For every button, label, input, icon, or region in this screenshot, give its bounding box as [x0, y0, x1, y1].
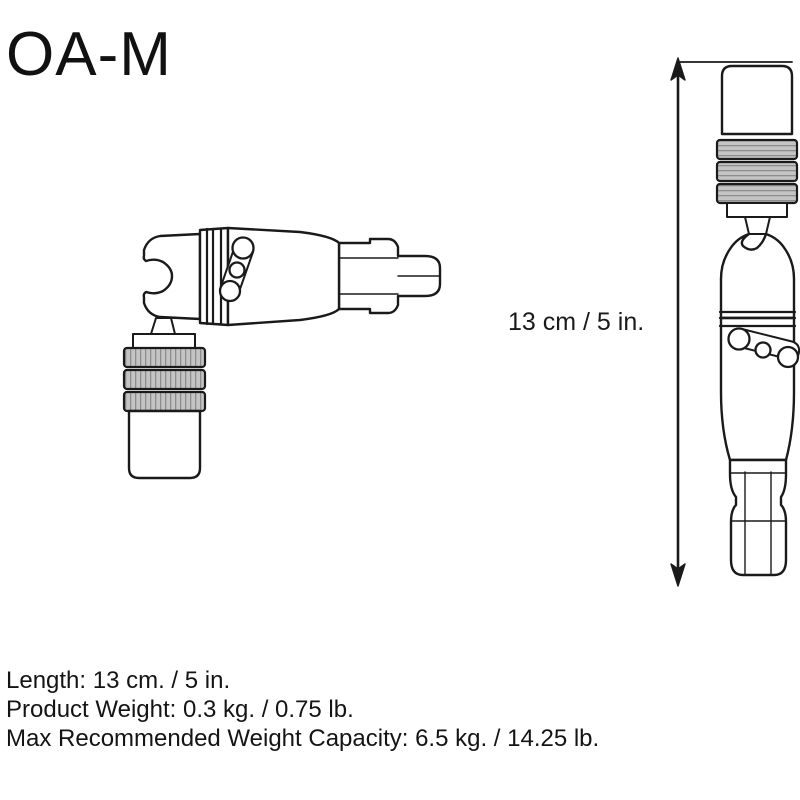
neck-stub-horizontal: [150, 317, 176, 335]
knurled-collar-rings-vertical: [715, 138, 799, 205]
collar-band-vertical: [718, 310, 797, 328]
flange-plate-horizontal: [132, 333, 196, 349]
vertical-view-group: [670, 57, 800, 587]
horizontal-view-group: [122, 226, 442, 480]
page-title: OA-M: [6, 20, 172, 89]
output-barrel-horizontal: [127, 409, 202, 480]
diagonal-slot-with-three-pins-vertical: [727, 327, 800, 369]
specifications-block: Length: 13 cm. / 5 in. Product Weight: 0…: [6, 666, 599, 753]
spec-product-weight: Product Weight: 0.3 kg. / 0.75 lb.: [6, 696, 354, 723]
flange-plate-vertical: [726, 202, 788, 218]
output-barrel-vertical: [720, 64, 794, 136]
hex-shank-tip-vertical: [728, 458, 788, 577]
neck-stub-vertical: [744, 216, 771, 235]
collar-band-horizontal: [205, 227, 223, 326]
knurled-collar-rings-horizontal: [122, 346, 207, 413]
hex-shank-tip-horizontal: [337, 237, 442, 315]
diagonal-slot-with-three-pins-horizontal: [218, 236, 255, 303]
spec-max-capacity: Max Recommended Weight Capacity: 6.5 kg.…: [6, 725, 600, 752]
dimension-label: 13 cm / 5 in.: [508, 308, 645, 336]
dimension-arrow: [670, 57, 686, 587]
spec-length: Length: 13 cm. / 5 in.: [6, 667, 231, 694]
